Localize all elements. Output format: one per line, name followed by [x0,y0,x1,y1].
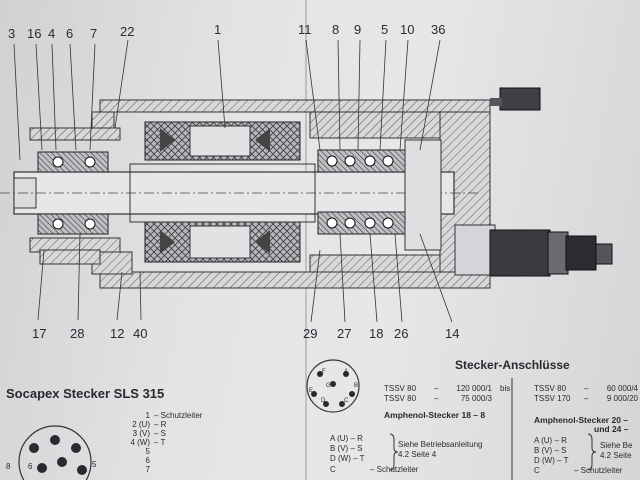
models-right: TSSV 80–60 000/4 TSSV 170–9 000/20 [534,384,638,403]
part-number: 18 [369,326,384,341]
amphenol-left-title: Amphenol-Stecker 18 – 8 [384,410,486,420]
part-number: 17 [32,326,47,341]
amphenol-pin: E [309,388,314,394]
socapex-pin-label: 8 [6,462,11,471]
amphenol-pin: G [326,383,331,389]
leader-lines [13,39,453,323]
part-number: 1 [214,22,222,37]
note-right: Siehe Be 4.2 Seite [600,441,633,460]
part-number: 12 [110,326,125,341]
part-number: 8 [332,22,340,37]
part-number: 7 [90,26,98,41]
part-number: 4 [48,26,56,41]
note-left: Siehe Betriebsanleitung 4.2 Seite 4 [398,440,483,459]
amphenol-pin: A [344,369,349,375]
ground-left: C– Schutzleiter [330,465,419,474]
socapex-pin-list: 1– Schutzleiter 2 (U)– R 3 (V)– S 4 (W)–… [130,411,203,474]
amphenol-pin: B [354,383,359,389]
bearings-front [37,151,109,235]
rear-connector [454,87,613,277]
shaft [0,163,480,223]
socapex-pin-label: 6 [28,462,33,471]
part-number: 9 [354,22,362,37]
part-number: 16 [27,26,42,41]
part-number: 10 [400,22,415,37]
part-number: 26 [394,326,409,341]
page-fold-line [305,0,307,480]
pins-right: A (U) – R B (V) – S D (W) – T [534,436,569,465]
socapex-pin-label: 5 [92,460,97,469]
pins-left: A (U) – R B (V) – S D (W) – T [330,434,365,463]
part-number: 22 [120,24,135,39]
part-number: 5 [381,22,389,37]
part-number: 27 [337,326,352,341]
part-number: 40 [133,326,148,341]
part-number: 3 [8,26,16,41]
part-number: 36 [431,22,446,37]
amphenol-pin: D [321,398,326,404]
stator-winding [144,121,301,263]
part-number: 11 [298,22,312,37]
amphenol-pin: C [344,398,349,404]
part-number: 14 [445,326,460,341]
part-number: 28 [70,326,85,341]
ground-right: C– Schutzleiter [534,466,623,475]
amphenol-right-title: Amphenol-Stecker 20 – und 24 – [534,415,629,434]
bearings-rear [317,139,442,251]
part-number: 29 [303,326,318,341]
part-number: 6 [66,26,74,41]
amphenol-pin: F [322,369,326,375]
socapex-title: Socapex Stecker SLS 315 [6,386,165,401]
stecker-title: Stecker-Anschlüsse [455,358,570,372]
